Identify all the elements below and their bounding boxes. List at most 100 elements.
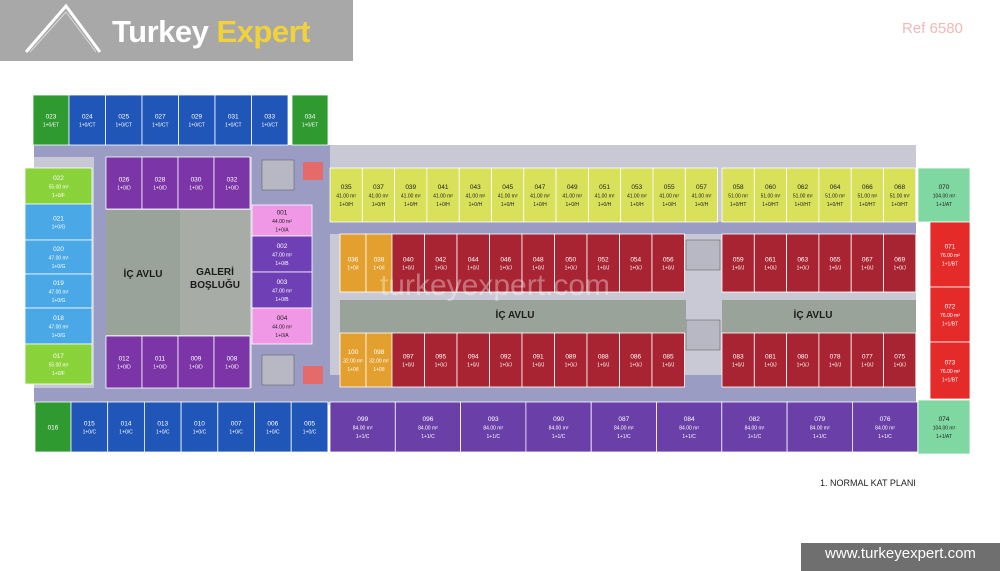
- gallery-label-2: BOŞLUĞU: [190, 278, 240, 291]
- unit-076-label: 076: [880, 416, 891, 423]
- unit-023-label: 1+0/ET: [43, 123, 59, 129]
- unit-039-label: 41.00 m²: [401, 194, 421, 200]
- courtyard-label-east-1: İÇ AVLU: [496, 308, 535, 321]
- unit-030-label: 1+0/D: [189, 186, 203, 192]
- unit-040-room: [391, 233, 425, 293]
- unit-028-label: 1+0/D: [153, 186, 167, 192]
- unit-059-room: [721, 233, 755, 293]
- unit-061-label: 061: [765, 256, 776, 263]
- logo-word-turkey: Turkey: [112, 14, 209, 49]
- unit-089-label: 089: [565, 353, 576, 360]
- unit-088-label: 088: [598, 353, 609, 360]
- logo-word-expert: Expert: [216, 14, 310, 49]
- unit-096-label: 096: [423, 416, 434, 423]
- unit-100-label: 1+0/I: [347, 367, 358, 373]
- unit-076-room: [852, 401, 919, 453]
- unit-013-label: 013: [157, 420, 168, 427]
- unit-056-label: 1+0/J: [662, 266, 675, 272]
- unit-033-room: [251, 94, 289, 146]
- unit-081-room: [753, 332, 787, 388]
- unit-075-label: 075: [894, 353, 905, 360]
- unit-009-label: 009: [191, 355, 202, 362]
- unit-065-label: 1+0/J: [829, 266, 842, 272]
- unit-027-label: 1+0/CT: [152, 123, 169, 129]
- unit-066-label: 51.00 m²: [857, 194, 877, 200]
- unit-080-label: 080: [797, 353, 808, 360]
- unit-009-room: [177, 335, 215, 389]
- unit-043-label: 043: [470, 184, 481, 191]
- unit-047-room: [523, 167, 557, 223]
- unit-079-room: [786, 401, 853, 453]
- unit-060-room: [753, 167, 787, 223]
- unit-043-room: [458, 167, 492, 223]
- unit-097-room: [391, 332, 425, 388]
- unit-063-label: 1+0/J: [797, 266, 810, 272]
- unit-047-label: 41.00 m²: [530, 194, 550, 200]
- unit-054-room: [619, 233, 653, 293]
- unit-020-label: 020: [53, 246, 64, 253]
- unit-089-room: [554, 332, 588, 388]
- unit-062-label: 1+0/HT: [794, 202, 811, 208]
- unit-099-label: 099: [357, 416, 368, 423]
- unit-002-room: [251, 235, 313, 273]
- unit-019-label: 1+0/G: [52, 298, 66, 304]
- unit-016-label: 016: [48, 425, 59, 432]
- unit-042-room: [424, 233, 458, 293]
- corridor-east-north: [330, 222, 916, 234]
- unit-043-label: 1+0/H: [469, 202, 483, 208]
- unit-090-label: 1+1/C: [552, 434, 566, 440]
- unit-041-room: [426, 167, 460, 223]
- unit-098-label: 1+0/I: [373, 367, 384, 373]
- unit-001-label: 001: [277, 210, 288, 217]
- unit-023-room: [32, 94, 70, 146]
- unit-050-label: 050: [565, 256, 576, 263]
- unit-033-label: 033: [264, 113, 275, 120]
- stair-core-1: [261, 159, 295, 191]
- unit-037-label: 41.00 m²: [369, 194, 389, 200]
- unit-029-label: 029: [191, 113, 202, 120]
- unit-072-label: 76.00 m²: [940, 313, 960, 319]
- unit-051-label: 1+0/H: [598, 202, 612, 208]
- unit-048-label: 1+0/J: [532, 266, 545, 272]
- unit-030-label: 030: [191, 176, 202, 183]
- unit-098-room: [365, 332, 393, 388]
- unit-074-room: [917, 399, 971, 455]
- unit-035-label: 41.00 m²: [336, 194, 356, 200]
- unit-022-label: 022: [53, 175, 64, 182]
- unit-042-label: 042: [435, 256, 446, 263]
- unit-003-room: [251, 271, 313, 309]
- unit-036-label: 1+0/I: [347, 266, 358, 272]
- unit-069-label: 1+0/J: [893, 266, 906, 272]
- unit-046-label: 1+0/J: [500, 266, 513, 272]
- website-banner: www.turkeyexpert.com: [801, 543, 1000, 571]
- unit-061-label: 1+0/J: [764, 266, 777, 272]
- unit-096-label: 84.00 m²: [418, 426, 438, 432]
- unit-068-label: 068: [894, 184, 905, 191]
- unit-073-label: 76.00 m²: [940, 369, 960, 375]
- unit-007-label: 007: [231, 420, 242, 427]
